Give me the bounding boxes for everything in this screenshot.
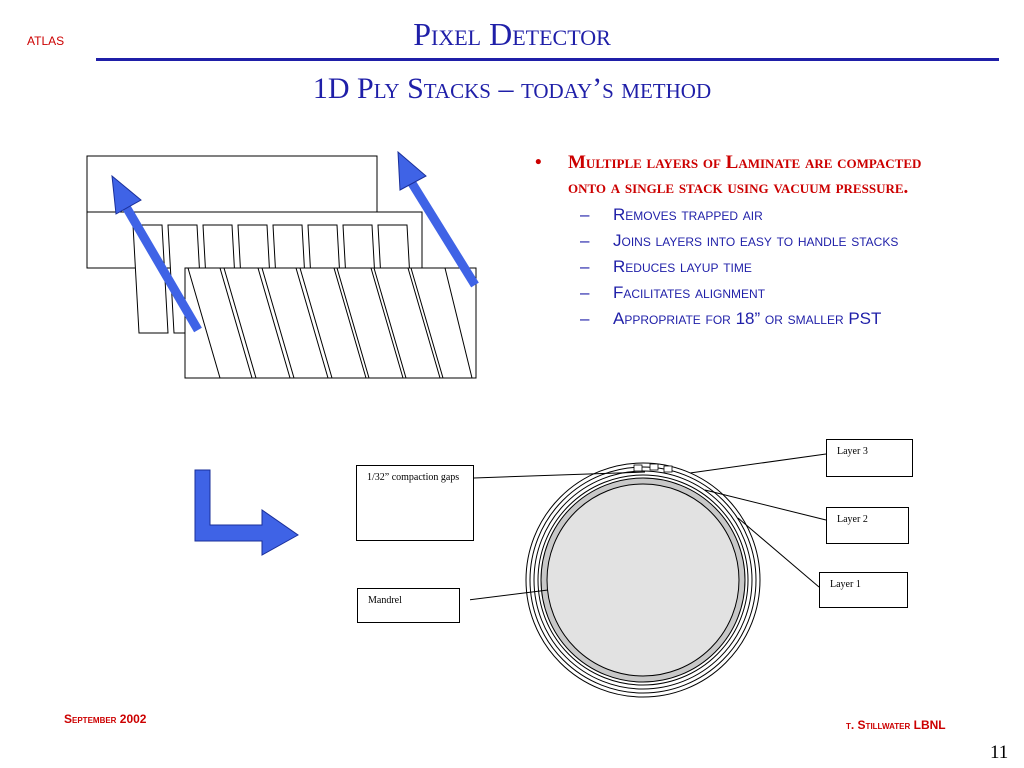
slide-subtitle: 1D Ply Stacks – today’s method: [312, 72, 712, 105]
mandrel-circle: [546, 483, 740, 677]
label-layer-1: Layer 1: [819, 572, 908, 608]
front-ply-row: [187, 267, 473, 379]
main-bullet: • Multiple layers of Laminate are compac…: [535, 150, 945, 200]
sub-bullet: – Removes trapped air: [535, 204, 945, 225]
sub-bullet-text: Reduces layup time: [613, 257, 752, 276]
leader-mandrel: [470, 589, 549, 601]
sub-bullet-dash: –: [580, 257, 590, 276]
label-mandrel: Mandrel: [357, 588, 460, 623]
sub-bullet: – Joins layers into easy to handle stacks: [535, 230, 945, 251]
sub-bullet: – Appropriate for 18” or smaller PST: [535, 308, 945, 329]
layer-2-ring: [533, 470, 753, 690]
bullet-dot: •: [535, 152, 542, 173]
label-layer-2: Layer 2: [826, 507, 909, 544]
sub-bullet-dash: –: [580, 205, 590, 224]
leader-layer3: [689, 453, 827, 474]
sub-bullet: – Facilitates alignment: [535, 282, 945, 303]
layer-3-inner-ring: [529, 466, 757, 694]
bent-arrow-icon: [194, 469, 299, 556]
page-title: Pixel Detector: [413, 16, 611, 52]
footer-date: September 2002: [64, 712, 147, 726]
label-layer-3: Layer 3: [826, 439, 913, 477]
sub-bullet: – Reduces layup time: [535, 256, 945, 277]
footer-author: t. Stillwater LBNL: [846, 718, 946, 732]
atlas-logo-text: atlas: [27, 30, 65, 49]
ply-stack-illustration: [86, 150, 479, 379]
right-up-arrow: [397, 150, 479, 288]
sub-bullet-text: Joins layers into easy to handle stacks: [613, 231, 899, 250]
title-rule: [96, 58, 999, 61]
leader-layer2: [704, 489, 827, 521]
sub-bullet-text: Facilitates alignment: [613, 283, 766, 302]
page-number: 11: [990, 742, 1009, 763]
left-up-arrow: [111, 174, 202, 333]
leader-gaps: [473, 471, 646, 479]
layer-3-ring: [525, 462, 761, 698]
sub-bullet-dash: –: [580, 309, 590, 328]
leader-layer1: [737, 517, 820, 588]
compaction-gaps: [633, 463, 673, 473]
label-compaction-gaps: 1/32” compaction gaps: [356, 465, 474, 541]
sub-bullet-dash: –: [580, 231, 590, 250]
sub-bullet-text: Appropriate for 18” or smaller PST: [613, 309, 882, 328]
layer-1-ring: [537, 474, 749, 686]
sub-bullet-dash: –: [580, 283, 590, 302]
sub-bullet-text: Removes trapped air: [613, 205, 763, 224]
cross-section-diagram: [470, 453, 827, 698]
main-bullet-text: Multiple layers of Laminate are compacte…: [568, 152, 922, 198]
bullet-list: • Multiple layers of Laminate are compac…: [535, 150, 945, 334]
